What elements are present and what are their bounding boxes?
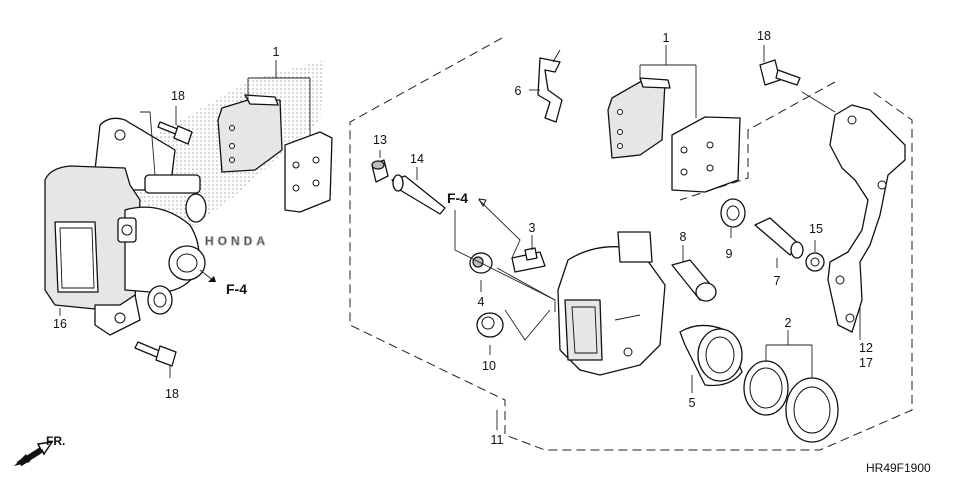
caliper-assembly-boundary [349,37,913,451]
callout-16: 16 [53,317,67,331]
front-direction-label: FR. [46,434,65,448]
bolt-boot [720,198,746,228]
callout-5: 5 [689,396,696,410]
bracket-pin [754,217,804,259]
pin-boot [476,312,504,338]
left-bolt-bottom [134,341,177,367]
reference-f4-right: F-4 [447,190,468,206]
callout-18-top-left: 18 [171,89,185,103]
callout-3: 3 [529,221,536,235]
callout-2: 2 [785,316,792,330]
reference-f4-left: F-4 [226,281,247,297]
left-brake-pads [217,94,333,213]
callout-1-right: 1 [663,31,670,45]
small-dust-boot [371,159,389,183]
right-brake-pads [607,77,741,193]
callout-17: 17 [859,356,873,370]
diagram-code: HR49F1900 [866,461,931,475]
callout-14: 14 [410,152,424,166]
callout-6: 6 [515,84,522,98]
watermark-letters: HONDA [205,234,269,248]
callout-11: 11 [491,433,504,447]
callout-7: 7 [774,274,781,288]
slide-pin-boot [671,259,717,302]
washer [805,252,825,272]
callout-15: 15 [809,222,823,236]
callout-1-left: 1 [273,45,280,59]
caliper-slide-pin [391,174,446,215]
callout-8: 8 [680,230,687,244]
caliper-body [557,231,666,376]
callout-18-top-right: 18 [757,29,771,43]
callout-4: 4 [478,295,485,309]
caliper-bracket [827,104,906,333]
callout-10: 10 [482,359,496,373]
callout-13: 13 [373,133,387,147]
callout-9: 9 [726,247,733,261]
pad-spring-clip [537,49,563,123]
left-bolt-top [157,121,193,145]
piston-seals [743,360,839,443]
callout-12: 12 [859,341,873,355]
front-direction-arrow [14,441,54,467]
callout-18-bottom: 18 [165,387,179,401]
caliper-piston [679,324,743,387]
right-bracket-bolt [759,59,801,86]
bleeder-valve [511,247,546,273]
